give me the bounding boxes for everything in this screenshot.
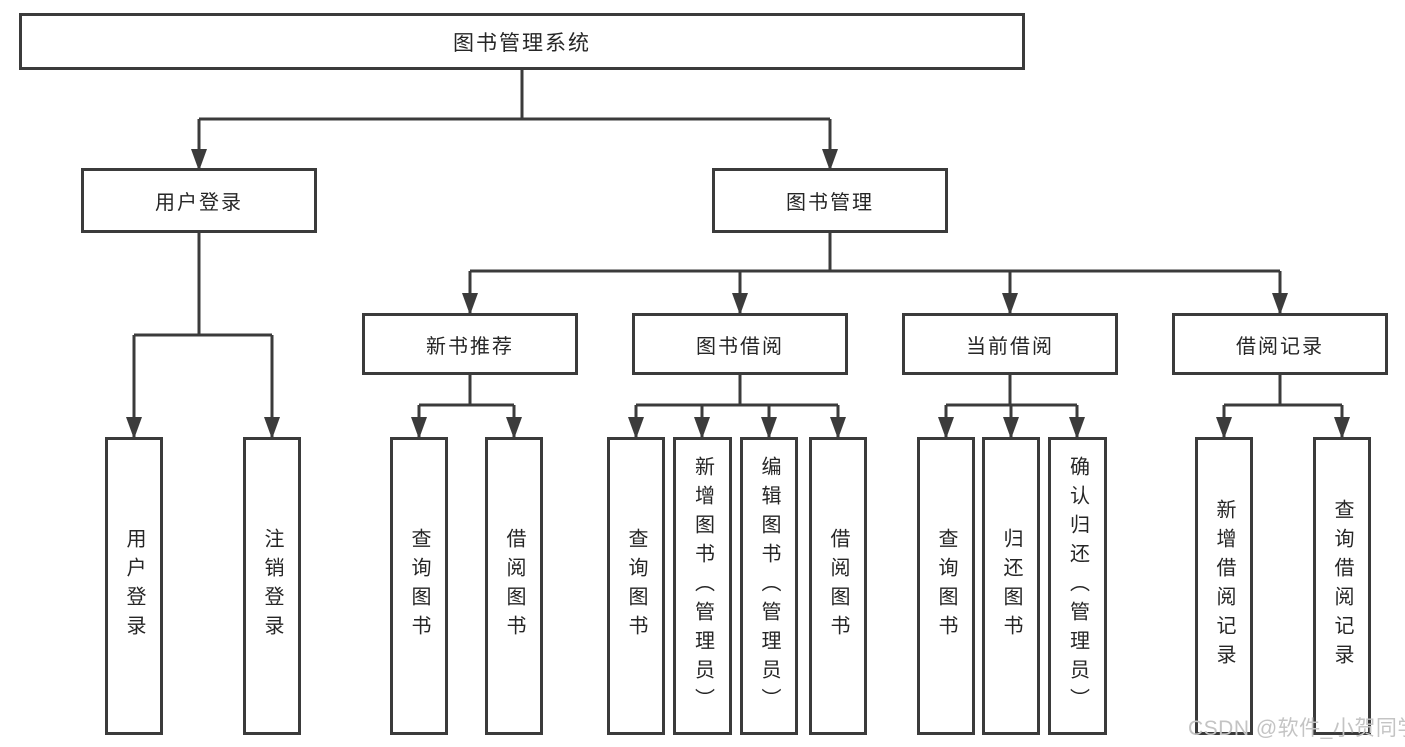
- leaf-confirm-return-admin: 确认归还（管理员）: [1048, 437, 1107, 735]
- edge-new-book-recommend-children: [417, 375, 516, 439]
- arrowhead: [830, 417, 846, 439]
- edge-borrow-records-children: [1222, 375, 1344, 439]
- node-label: 查询图书: [408, 528, 430, 644]
- leaf-return-books: 归还图书: [982, 437, 1040, 735]
- edge-book-management-children: [468, 233, 1282, 315]
- node-label: 用户登录: [123, 528, 145, 644]
- arrowhead: [938, 417, 954, 439]
- arrowhead: [761, 417, 777, 439]
- leaf-edit-books-admin: 编辑图书（管理员）: [740, 437, 798, 735]
- node-label: 图书借阅: [696, 335, 784, 358]
- node-label: 新增图书（管理员）: [691, 455, 714, 717]
- arrowhead: [191, 149, 207, 171]
- arrowhead: [411, 417, 427, 439]
- leaf-query-books-borrowing: 查询图书: [607, 437, 665, 735]
- arrowhead: [1002, 293, 1018, 315]
- leaf-user-login: 用户登录: [105, 437, 163, 735]
- arrowhead: [822, 149, 838, 171]
- arrowhead: [1334, 417, 1350, 439]
- node-label: 注销登录: [261, 528, 283, 644]
- arrowhead: [506, 417, 522, 439]
- arrowhead: [462, 293, 478, 315]
- node-label: 借阅记录: [1236, 335, 1324, 358]
- edge-book-borrowing-children: [634, 375, 840, 439]
- leaf-query-books-recommend: 查询图书: [390, 437, 448, 735]
- node-label: 图书管理系统: [453, 31, 591, 55]
- leaf-borrow-books-borrowing: 借阅图书: [809, 437, 867, 735]
- arrowheads: [126, 149, 1350, 439]
- arrowhead: [1069, 417, 1085, 439]
- node-label: 新书推荐: [426, 335, 514, 358]
- node-label: 用户登录: [155, 192, 243, 214]
- node-label: 借阅图书: [503, 528, 525, 644]
- arrowhead: [1003, 417, 1019, 439]
- edge-user-login-children: [132, 233, 274, 439]
- leaf-query-books-current: 查询图书: [917, 437, 975, 735]
- node-label: 图书管理: [786, 192, 874, 214]
- node-label: 编辑图书（管理员）: [758, 455, 780, 717]
- node-label: 查询图书: [935, 528, 957, 644]
- arrowhead: [628, 417, 644, 439]
- node-label: 归还图书: [1000, 528, 1022, 644]
- node-label: 借阅图书: [827, 528, 849, 644]
- node-label: 确认归还（管理员）: [1066, 455, 1089, 717]
- leaf-logout: 注销登录: [243, 437, 301, 735]
- arrowhead: [126, 417, 142, 439]
- leaf-add-borrow-record: 新增借阅记录: [1195, 437, 1253, 735]
- node-label: 当前借阅: [966, 335, 1054, 358]
- node-label: 查询图书: [625, 528, 647, 644]
- leaf-add-books-admin: 新增图书（管理员）: [673, 437, 732, 735]
- edge-root-to-level2: [197, 70, 832, 171]
- arrowhead: [732, 293, 748, 315]
- node-label: 查询借阅记录: [1331, 499, 1353, 673]
- node-library-management-system: 图书管理系统: [19, 13, 1025, 70]
- arrowhead: [694, 417, 710, 439]
- node-book-borrowing: 图书借阅: [632, 313, 848, 375]
- leaf-borrow-books-recommend: 借阅图书: [485, 437, 543, 735]
- node-borrow-records: 借阅记录: [1172, 313, 1388, 375]
- node-user-login: 用户登录: [81, 168, 317, 233]
- node-label: 新增借阅记录: [1213, 499, 1235, 673]
- watermark: CSDN @软件_小贺同学: [1188, 717, 1405, 740]
- node-book-management: 图书管理: [712, 168, 948, 233]
- leaf-query-borrow-record: 查询借阅记录: [1313, 437, 1371, 735]
- node-new-book-recommend: 新书推荐: [362, 313, 578, 375]
- arrowhead: [1216, 417, 1232, 439]
- node-current-borrowing: 当前借阅: [902, 313, 1118, 375]
- arrowhead: [264, 417, 280, 439]
- arrowhead: [1272, 293, 1288, 315]
